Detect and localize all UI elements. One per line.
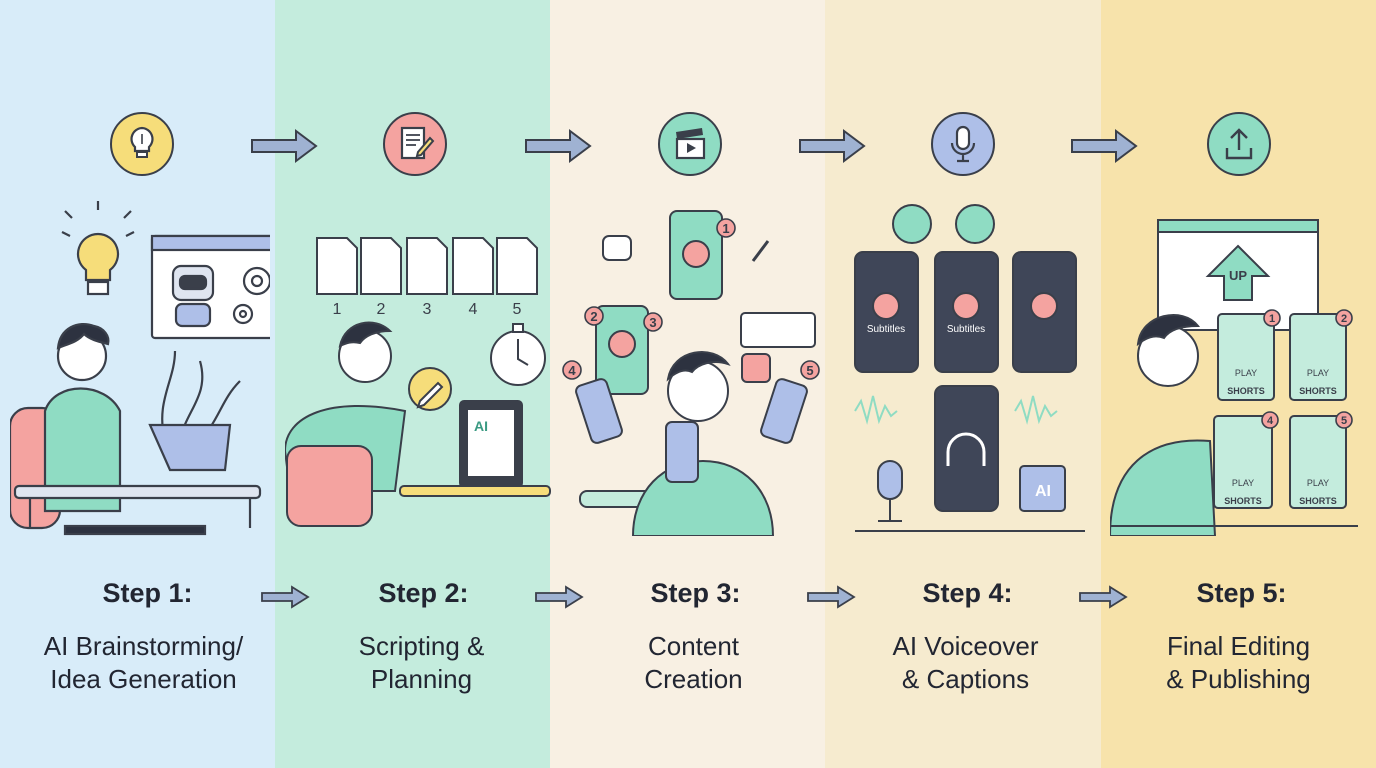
bottom-arrow-2 (535, 585, 584, 609)
step-4-line-2: & Captions (901, 664, 1030, 694)
subtitles-label: Subtitles (947, 324, 985, 335)
badge: 4 (568, 363, 576, 378)
bottom-arrow-4 (1079, 585, 1128, 609)
top-arrow-3 (799, 129, 866, 163)
badge: 3 (649, 315, 656, 330)
top-arrow-1 (251, 129, 318, 163)
step-2-line-2: Planning (370, 664, 473, 694)
page-number: 4 (469, 301, 478, 318)
play-label: PLAY (1307, 368, 1329, 378)
page-number: 2 (377, 301, 386, 318)
page-number: 1 (333, 301, 342, 318)
play-label: PLAY (1235, 368, 1257, 378)
top-arrow-4 (1071, 129, 1138, 163)
step-5-line-1: Final Editing (1166, 631, 1311, 661)
badge: 2 (1341, 313, 1347, 325)
step-5-line-2: & Publishing (1166, 664, 1311, 694)
step-3-line-2: Creation (644, 664, 743, 694)
play-label: PLAY (1232, 478, 1254, 488)
badge: 1 (722, 221, 729, 236)
document-pen-icon (383, 112, 447, 176)
badge: 5 (806, 363, 813, 378)
step-3-line-1: Content (647, 631, 740, 661)
step-4-title: Step 4: (922, 578, 1013, 608)
brainstorming-illustration (10, 201, 270, 536)
step-3-title: Step 3: (650, 578, 741, 608)
ai-chip-label: AI (1035, 483, 1051, 500)
up-label: UP (1229, 268, 1247, 283)
scripting-illustration: 1 2 3 4 5 AI (285, 237, 551, 527)
step-5-description: Final Editing & Publishing (1101, 630, 1376, 696)
page-number: 5 (513, 301, 522, 318)
shorts-label: SHORTS (1299, 496, 1337, 506)
badge: 1 (1269, 313, 1275, 325)
shorts-label: SHORTS (1299, 386, 1337, 396)
step-1-line-2: Idea Generation (50, 664, 237, 694)
badge: 2 (590, 309, 597, 324)
step-1-line-1: AI Brainstorming/ (43, 631, 244, 661)
step-4-description: AI Voiceover & Captions (828, 630, 1103, 696)
ai-document-label: AI (474, 418, 488, 434)
step-1-description: AI Brainstorming/ Idea Generation (6, 630, 281, 696)
step-2-description: Scripting & Planning (284, 630, 559, 696)
step-2-line-1: Scripting & (358, 631, 485, 661)
video-clapper-icon (658, 112, 722, 176)
shorts-label: SHORTS (1224, 496, 1262, 506)
bottom-arrow-3 (807, 585, 856, 609)
page-number: 3 (423, 301, 432, 318)
publishing-illustration: UP PLAY PLAY PLAY PLAY SHORTS SHORTS SHO… (1110, 219, 1358, 536)
step-5-title: Step 5: (1196, 578, 1287, 608)
step-4-line-1: AI Voiceover (892, 631, 1039, 661)
microphone-icon (931, 112, 995, 176)
voiceover-illustration: Subtitles Subtitles AI (854, 204, 1085, 532)
lightbulb-icon (110, 112, 174, 176)
badge: 4 (1267, 415, 1274, 427)
play-label: PLAY (1307, 478, 1329, 488)
step-2-title: Step 2: (378, 578, 469, 608)
bottom-arrow-1 (261, 585, 310, 609)
subtitles-label: Subtitles (867, 324, 905, 335)
shorts-label: SHORTS (1227, 386, 1265, 396)
top-arrow-2 (525, 129, 592, 163)
step-3-description: Content Creation (556, 630, 831, 696)
content-creation-illustration: 1 2 3 4 5 (562, 210, 820, 536)
badge: 5 (1341, 415, 1347, 427)
step-1-title: Step 1: (102, 578, 193, 608)
upload-icon (1207, 112, 1271, 176)
